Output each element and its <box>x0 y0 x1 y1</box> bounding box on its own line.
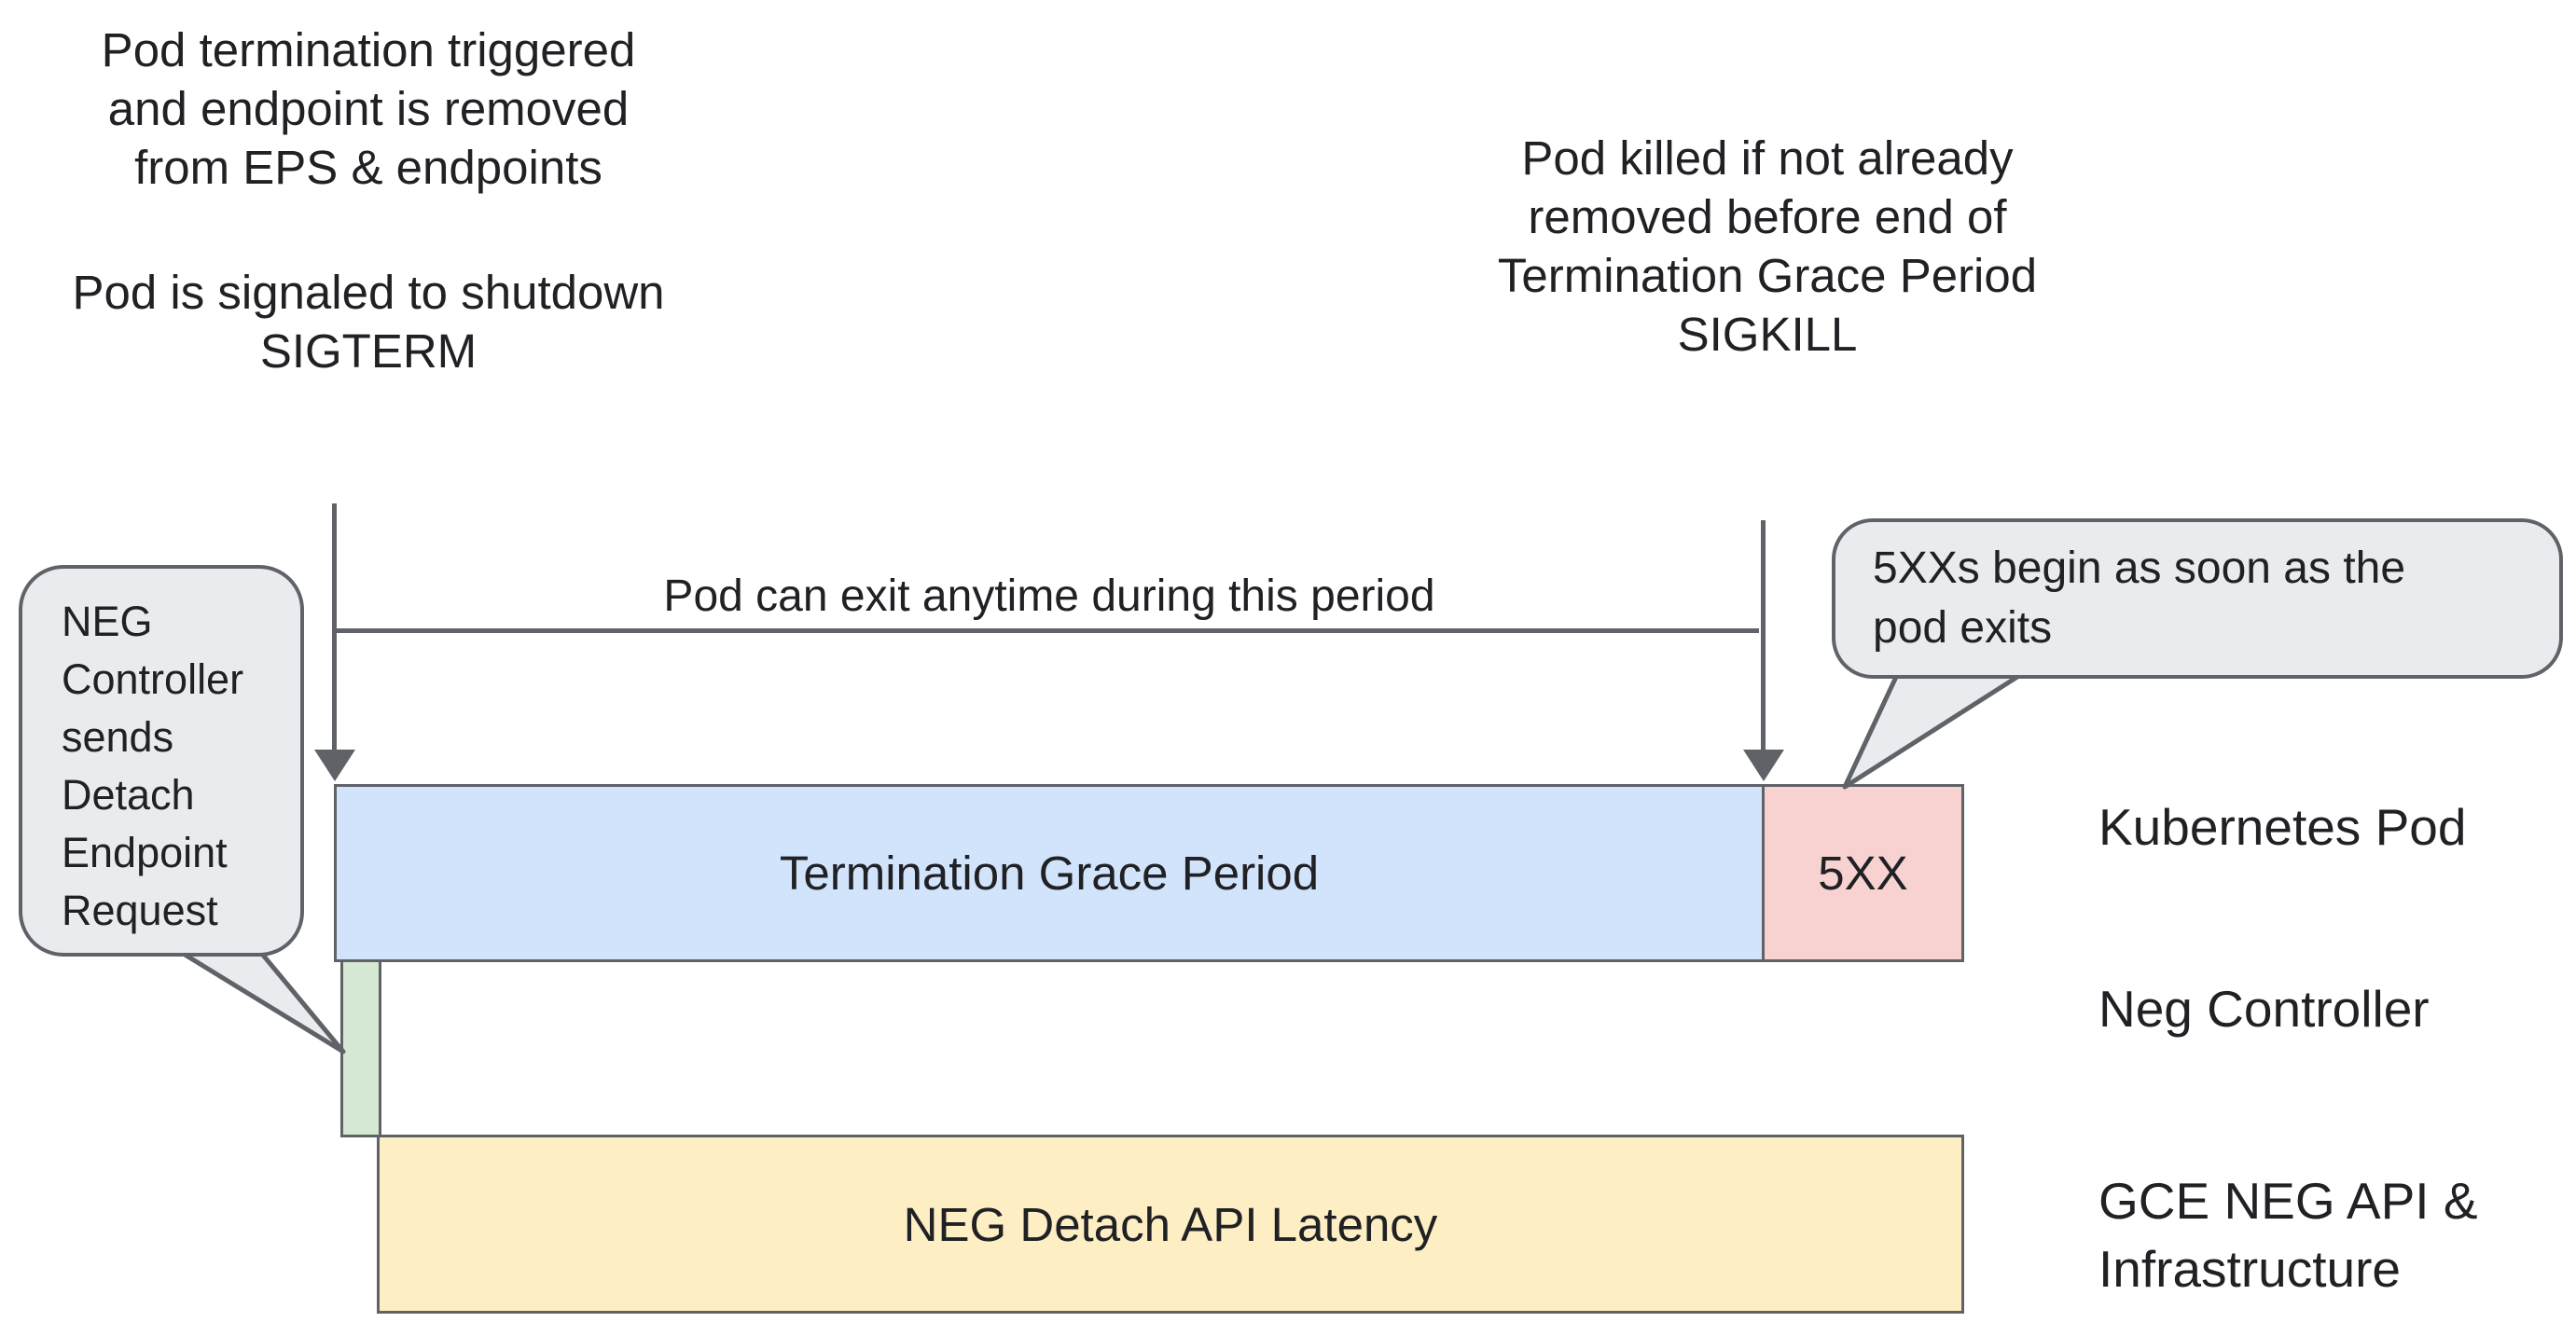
bar-5xx: 5XX <box>1762 784 1964 962</box>
exit-period-line <box>334 628 1759 633</box>
label-pod-can-exit: Pod can exit anytime during this period <box>663 572 1435 621</box>
bar-termination-grace-period-label: Termination Grace Period <box>779 847 1320 900</box>
lane-label-gce-neg-api: GCE NEG API & Infrastructure <box>2098 1172 2478 1298</box>
annotation-pod-signaled-sigterm: Pod is signaled to shutdown SIGTERM <box>72 266 665 378</box>
neg-callout-tail-shape <box>179 950 346 1054</box>
sigkill-arrowhead-icon <box>1743 750 1784 781</box>
sigterm-arrowhead-icon <box>314 750 355 781</box>
sigkill-arrow-shaft <box>1761 520 1766 753</box>
lane-label-neg-controller: Neg Controller <box>2098 980 2430 1038</box>
bar-neg-detach-api-latency: NEG Detach API Latency <box>377 1135 1964 1314</box>
annotation-pod-killed-sigkill: Pod killed if not already removed before… <box>1497 131 2038 361</box>
lane-label-kubernetes-pod: Kubernetes Pod <box>2098 798 2467 856</box>
callout-5xx-begin: 5XXs begin as soon as the pod exits <box>1832 518 2563 679</box>
callout-neg-controller-detach: NEG Controller sends Detach Endpoint Req… <box>19 565 304 957</box>
sigterm-arrow-shaft <box>332 503 337 753</box>
bar-neg-detach-api-latency-label: NEG Detach API Latency <box>903 1197 1438 1251</box>
neg-callout-tail <box>179 950 346 1054</box>
5xx-callout-tail-shape <box>1842 674 2020 790</box>
annotation-pod-termination: Pod termination triggered and endpoint i… <box>101 23 636 194</box>
5xx-callout-tail <box>1842 674 2020 790</box>
bar-termination-grace-period: Termination Grace Period <box>334 784 1765 962</box>
bar-5xx-label: 5XX <box>1818 847 1908 900</box>
